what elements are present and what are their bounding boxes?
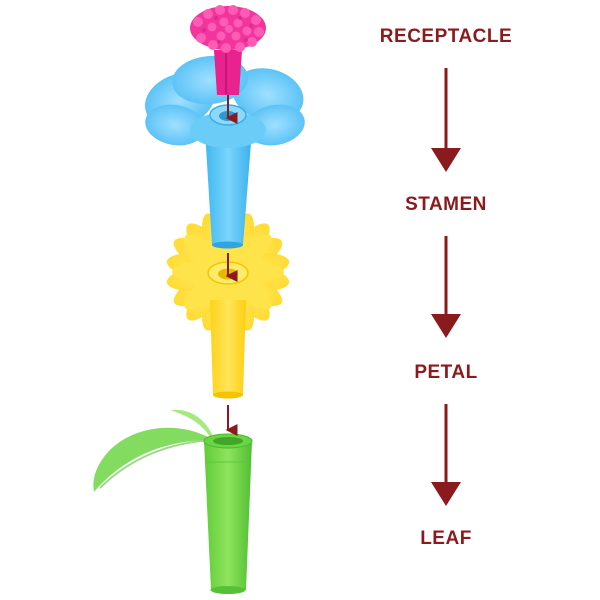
stamen-label: STAMEN (405, 194, 487, 215)
flow-arrow-1 (431, 68, 461, 172)
receptacle-label: RECEPTACLE (379, 26, 513, 47)
blue-tube (205, 130, 252, 245)
leaf-piece (93, 409, 253, 594)
stamen-piece (145, 55, 305, 249)
flow-arrow-3 (431, 404, 461, 506)
stem-tube (204, 441, 252, 590)
petal-label: PETAL (414, 362, 478, 383)
leaf-blade (93, 427, 214, 492)
flow-arrow-2 (431, 236, 461, 338)
receptacle-piece (190, 5, 266, 95)
leaf-label: LEAF (420, 528, 472, 549)
magenta-head (190, 5, 266, 53)
yellow-cone (210, 300, 246, 395)
blue-petals (145, 55, 305, 148)
leaf-blade-upper (170, 409, 214, 440)
magenta-peg (214, 50, 242, 95)
flow-arrows (431, 68, 461, 506)
